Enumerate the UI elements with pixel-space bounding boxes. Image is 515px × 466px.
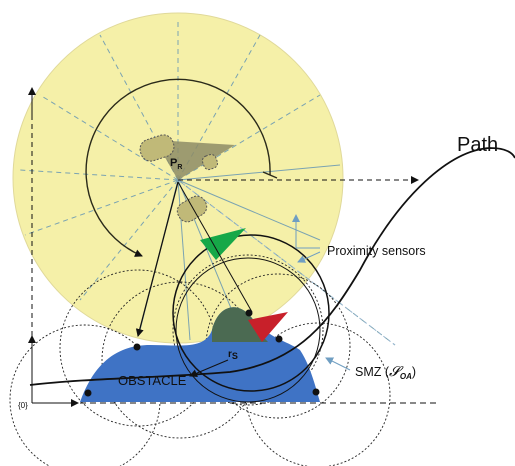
- ray-to-contact: [177, 181, 253, 313]
- contact-point-label: rS: [228, 349, 238, 361]
- direction-arrow-red: [248, 312, 288, 342]
- sensor-beam: [177, 94, 321, 181]
- proximity-callout-line-2: [297, 251, 321, 263]
- sensor-beam: [177, 164, 341, 181]
- sensor-beam: [39, 94, 179, 181]
- smz-inner-circle: [175, 257, 321, 403]
- proximity-sensors-label: Proximity sensors: [327, 244, 426, 258]
- contact-point: [275, 335, 283, 343]
- sensor-beam: [177, 179, 396, 346]
- direction-arrow-green: [200, 228, 246, 260]
- smz-circle: [172, 234, 330, 392]
- contact-point: [245, 309, 253, 317]
- robot-caster: [201, 153, 219, 171]
- contact-point: [312, 388, 320, 396]
- path-curve: [29, 147, 515, 386]
- robot: [139, 134, 235, 223]
- origin-label: {0}: [18, 401, 28, 410]
- smz-label: SMZ (𝓢OA): [355, 364, 416, 381]
- ray-to-obstacle-left: [135, 181, 179, 337]
- obstacle-label: OBSTACLE: [118, 373, 187, 388]
- safety-circle: [172, 254, 324, 406]
- steering-arc: [85, 78, 271, 257]
- arc-tick: [262, 171, 278, 179]
- obstacle-shadow: [212, 307, 268, 342]
- robot-point-label: PR: [170, 157, 182, 171]
- sensor-beam: [79, 179, 179, 301]
- contact-point: [133, 343, 141, 351]
- path-label: Path: [457, 134, 498, 156]
- contact-point: [84, 389, 92, 397]
- robot-wheel-left: [139, 134, 175, 162]
- contact-points: [84, 309, 320, 397]
- smz-callout-line: [325, 357, 351, 371]
- proximity-callout-line: [292, 214, 320, 249]
- robot-body: [155, 140, 235, 180]
- robot-wheel-right: [176, 195, 208, 223]
- sensor-beam: [24, 179, 179, 236]
- ray-to-obstacle-lower: [189, 359, 229, 377]
